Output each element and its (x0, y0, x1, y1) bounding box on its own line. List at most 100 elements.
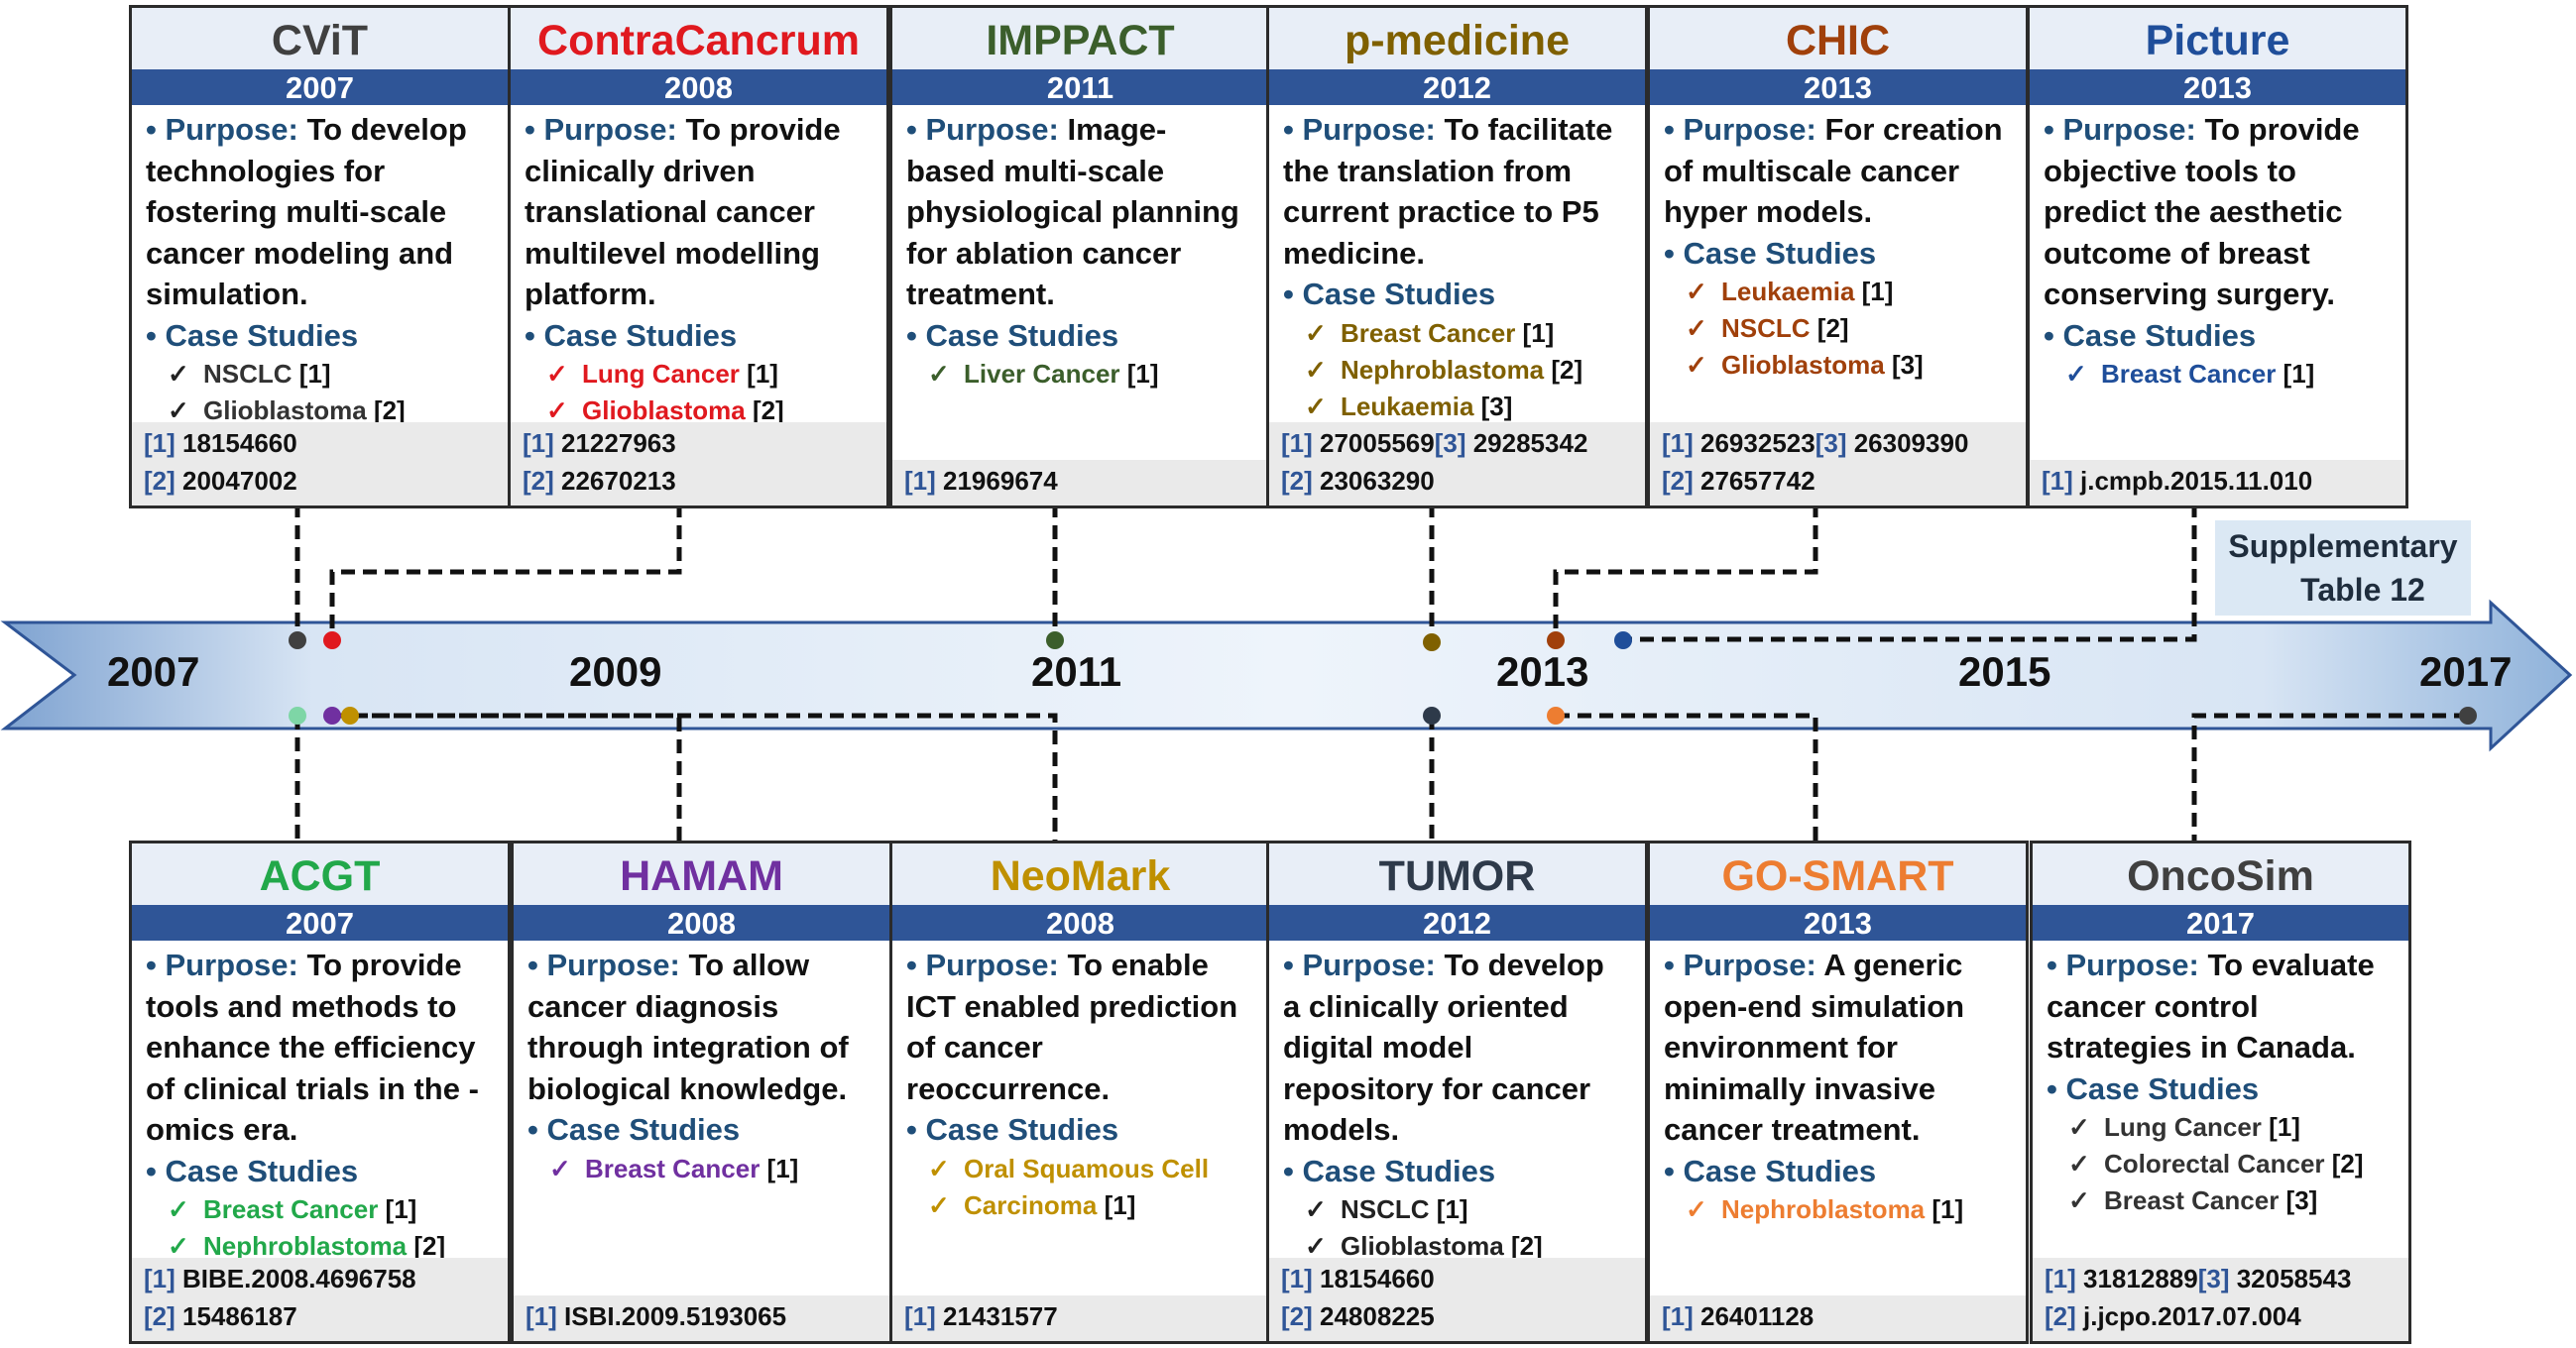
reference-number: [1] (1662, 428, 1694, 458)
reference-row: [1] ISBI.2009.5193065 (526, 1297, 881, 1335)
connector-gosmart (1556, 713, 1818, 842)
reference-number: [3] (1815, 428, 1847, 458)
references-panel: [1] BIBE.2008.4696758[2] 15486187 (132, 1258, 508, 1341)
check-icon: ✓ (1686, 1194, 1707, 1224)
card-year: 2013 (2030, 69, 2405, 105)
purpose-text: reoccurrence. (906, 1070, 1111, 1106)
purpose-line: models. (1283, 1109, 1635, 1151)
check-icon: ✓ (2068, 1112, 2090, 1142)
reference-id: 20047002 (182, 466, 297, 496)
purpose-line: objective tools to (2044, 151, 2396, 192)
check-icon: ✓ (168, 395, 189, 425)
purpose-text: physiological planning (906, 194, 1239, 229)
purpose-line: • Purpose: To develop (146, 109, 498, 151)
card-title: CViT (132, 8, 508, 69)
dot-oncosim (2459, 707, 2477, 725)
check-icon: ✓ (928, 359, 950, 389)
purpose-line: repository for cancer (1283, 1068, 1635, 1110)
purpose-text: simulation. (146, 277, 308, 311)
purpose-line: • Purpose: Image- (906, 109, 1258, 151)
reference-id: 27005569 (1320, 428, 1435, 458)
check-icon: ✓ (1305, 317, 1327, 348)
case-study-name: Breast Cancer (2101, 359, 2277, 389)
case-study-ref: [2] (2331, 1149, 2364, 1179)
timeline-arrow (0, 599, 2573, 752)
reference-row: [1] 18154660 (144, 424, 500, 462)
purpose-text: ICT enabled prediction (906, 988, 1238, 1024)
card-year: 2007 (132, 905, 508, 941)
case-study-name: NSCLC (1721, 313, 1811, 343)
reference-number: [1] (523, 428, 554, 458)
case-study-ref: [1] (2283, 359, 2315, 389)
purpose-text: predict the aesthetic (2044, 194, 2343, 229)
purpose-line: • Purpose: For creation (1664, 109, 2016, 151)
case-study-item: ✓NSCLC [2] (1664, 310, 2016, 347)
check-icon: ✓ (546, 395, 568, 425)
case-study-ref: [2] (1816, 313, 1849, 343)
reference-number: [2] (523, 466, 554, 496)
case-study-name: Breast Cancer (1341, 317, 1516, 348)
card-year: 2008 (511, 69, 886, 105)
purpose-text: through integration of (527, 1030, 849, 1065)
purpose-line: cancer treatment. (1664, 1109, 2016, 1151)
purpose-text: omics era. (146, 1112, 298, 1147)
card-title: ACGT (132, 843, 508, 905)
reference-number: [1] (1281, 428, 1313, 458)
reference-number: [1] (526, 1301, 557, 1331)
reference-id: 26309390 (1853, 428, 1969, 458)
references-panel: [1] 18154660[2] 24808225 (1269, 1258, 1645, 1341)
purpose-text: clinically driven (525, 153, 756, 188)
bottom-connectors (294, 713, 2468, 842)
purpose-text: multilevel modelling (525, 235, 820, 271)
purpose-line: simulation. (146, 274, 498, 315)
case-study-ref: [2] (373, 395, 406, 425)
case-study-item: ✓Glioblastoma [3] (1664, 347, 2016, 384)
case-study-ref: [1] (1126, 359, 1159, 389)
purpose-text: A generic (1823, 948, 1963, 982)
connector-chic (1553, 504, 1818, 639)
reference-row: [2] 23063290 (1281, 462, 1637, 500)
purpose-line: current practice to P5 (1283, 191, 1635, 233)
case-study-name: Glioblastoma (1721, 350, 1885, 380)
purpose-text: To provide (685, 112, 841, 147)
purpose-label: • Purpose: (146, 948, 298, 982)
reference-id: j.jcpo.2017.07.004 (2083, 1301, 2301, 1331)
purpose-text: To allow (688, 948, 810, 982)
purpose-line: • Purpose: To evaluate (2047, 945, 2399, 986)
card-title: ContraCancrum (511, 8, 886, 69)
purpose-text: a clinically oriented (1283, 988, 1569, 1024)
purpose-line: biological knowledge. (527, 1068, 879, 1110)
case-studies-heading: • Case Studies (525, 317, 738, 353)
case-study-ref: [2] (1510, 1231, 1543, 1261)
purpose-label: • Purpose: (906, 112, 1059, 147)
references-panel: [1] ISBI.2009.5193065 (514, 1295, 889, 1341)
check-icon: ✓ (928, 1189, 950, 1220)
case-study-name: Breast Cancer (203, 1194, 379, 1224)
reference-row: [2] 22670213 (523, 462, 878, 500)
case-study-name: NSCLC (1341, 1194, 1430, 1224)
purpose-line: treatment. (906, 274, 1258, 315)
check-icon: ✓ (1305, 1231, 1327, 1261)
check-icon: ✓ (549, 1153, 571, 1183)
reference-row: [2] 24808225 (1281, 1297, 1637, 1335)
case-studies-heading: • Case Studies (146, 1153, 359, 1188)
check-icon: ✓ (1305, 1194, 1327, 1224)
case-study-name: Nephroblastoma (203, 1231, 408, 1261)
case-study-name: Lung Cancer (582, 359, 740, 389)
purpose-text: of clinical trials in the - (146, 1070, 479, 1106)
card-year: 2013 (1650, 905, 2026, 941)
top-connectors (294, 504, 2197, 642)
reference-id: 18154660 (182, 428, 297, 458)
purpose-line: of clinical trials in the - (146, 1068, 498, 1110)
purpose-text: treatment. (906, 277, 1055, 311)
case-study-ref: [3] (2285, 1185, 2318, 1215)
case-study-name: Liver Cancer (964, 359, 1120, 389)
purpose-line: ICT enabled prediction (906, 986, 1258, 1028)
